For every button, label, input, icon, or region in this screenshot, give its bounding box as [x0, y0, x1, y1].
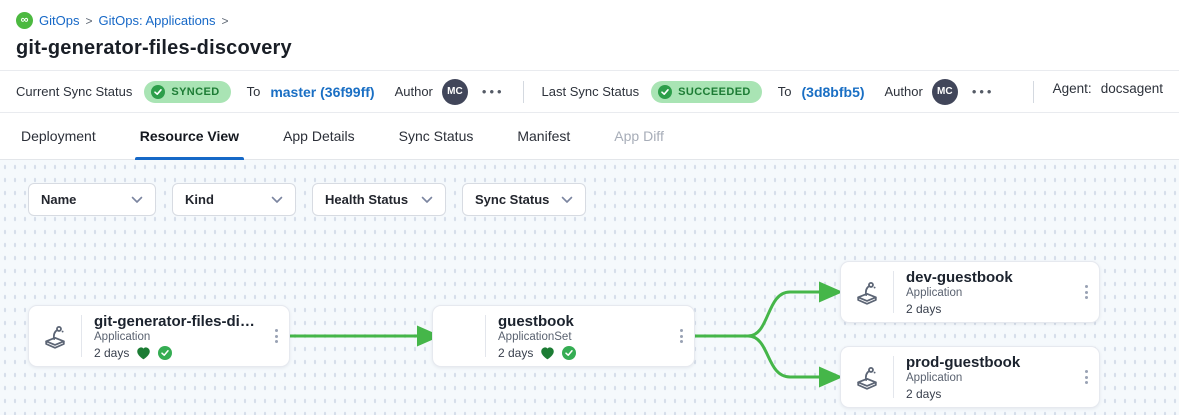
node-age: 2 days: [94, 346, 130, 360]
resource-graph-canvas: Name Kind Health Status Sync Status: [0, 160, 1179, 415]
check-circle-icon: [151, 84, 166, 99]
node-guestbook[interactable]: guestbook ApplicationSet 2 days: [432, 305, 695, 367]
breadcrumb-gitops[interactable]: GitOps: [39, 13, 80, 28]
filter-name-dropdown[interactable]: Name: [28, 183, 156, 216]
tab-app-diff: App Diff: [614, 128, 664, 144]
node-age: 2 days: [906, 302, 942, 316]
node-age: 2 days: [498, 346, 534, 360]
edge-appset-to-prod: [693, 334, 843, 388]
author-label: Author: [394, 84, 433, 99]
current-sync-status-label: Current Sync Status: [16, 84, 133, 99]
node-body: guestbook ApplicationSet 2 days: [486, 306, 668, 366]
filter-kind-dropdown[interactable]: Kind: [172, 183, 296, 216]
author-label: Author: [884, 84, 923, 99]
health-heart-icon: [541, 347, 555, 360]
breadcrumb: ∞ GitOps > GitOps: Applications >: [16, 12, 1163, 29]
to-label: To: [246, 84, 261, 99]
argo-application-icon: [857, 281, 877, 305]
agent-value: docsagent: [1100, 80, 1163, 96]
divider: [522, 80, 524, 103]
node-menu-icon[interactable]: [1073, 262, 1099, 322]
node-body: git-generator-files-disco... Application…: [82, 306, 263, 366]
page-title: git-generator-files-discovery: [16, 37, 292, 59]
edge-appset-to-dev: [693, 281, 843, 338]
node-title: prod-guestbook: [906, 354, 1021, 371]
chevron-down-icon: [131, 196, 143, 203]
node-git-generator-files-discovery[interactable]: git-generator-files-disco... Application…: [28, 305, 290, 367]
tab-manifest[interactable]: Manifest: [517, 128, 571, 144]
node-menu-icon[interactable]: [668, 306, 694, 366]
argo-application-icon: [857, 366, 877, 390]
filter-sync-status-dropdown[interactable]: Sync Status: [462, 183, 586, 216]
synced-badge-label: SYNCED: [171, 85, 220, 98]
page-header: ∞ GitOps > GitOps: Applications > git-ge…: [0, 0, 1179, 70]
node-kind: Application: [906, 287, 963, 299]
breadcrumb-applications[interactable]: GitOps: Applications: [98, 13, 216, 28]
to-label: To: [777, 84, 792, 99]
node-kind: ApplicationSet: [498, 331, 572, 343]
divider: [893, 271, 894, 313]
divider: [893, 356, 894, 398]
node-icon-col: [29, 306, 81, 366]
node-prod-guestbook[interactable]: prod-guestbook Application 2 days: [840, 346, 1100, 408]
node-icon-col: [841, 347, 893, 407]
chevron-down-icon: [271, 196, 283, 203]
filter-label: Kind: [185, 192, 214, 207]
tab-sync-status[interactable]: Sync Status: [398, 128, 474, 144]
node-body: prod-guestbook Application 2 days: [894, 347, 1073, 407]
argo-application-icon: [45, 325, 65, 349]
node-title: dev-guestbook: [906, 269, 1013, 286]
divider: [485, 315, 486, 357]
agent-group: Agent: docsagent: [1032, 80, 1163, 103]
tab-app-details[interactable]: App Details: [283, 128, 355, 144]
last-sync-status-label: Last Sync Status: [541, 84, 640, 99]
breadcrumb-separator: >: [221, 13, 229, 28]
author-avatar: MC: [931, 78, 958, 105]
current-revision-link[interactable]: master (36f99ff): [270, 83, 375, 100]
breadcrumb-separator: >: [85, 13, 93, 28]
filter-label: Health Status: [325, 192, 409, 207]
last-revision-link[interactable]: (3d8bfb5): [801, 83, 865, 100]
more-actions-icon[interactable]: •••: [481, 84, 505, 99]
chevron-down-icon: [421, 196, 433, 203]
node-age: 2 days: [906, 387, 942, 401]
node-kind: Application: [94, 331, 151, 343]
tab-deployment[interactable]: Deployment: [21, 128, 96, 144]
node-title: git-generator-files-disco...: [94, 313, 255, 330]
node-title: guestbook: [498, 313, 574, 330]
tab-resource-view[interactable]: Resource View: [134, 113, 245, 160]
tab-bar: Deployment Resource View App Details Syn…: [0, 113, 1179, 160]
node-body: dev-guestbook Application 2 days: [894, 262, 1073, 322]
agent-label: Agent:: [1052, 80, 1092, 96]
divider: [81, 315, 82, 357]
author-avatar: MC: [441, 78, 468, 105]
sync-check-icon: [562, 346, 577, 360]
check-circle-icon: [658, 84, 673, 99]
gitops-logo-icon: ∞: [16, 12, 33, 29]
filter-health-status-dropdown[interactable]: Health Status: [312, 183, 446, 216]
more-actions-icon[interactable]: •••: [971, 84, 995, 99]
node-icon-col: [841, 262, 893, 322]
succeeded-badge-label: SUCCEEDED: [678, 85, 751, 98]
filter-label: Sync Status: [475, 192, 550, 207]
synced-status-badge: SYNCED: [144, 80, 231, 103]
filter-bar: Name Kind Health Status Sync Status: [28, 183, 586, 216]
health-heart-icon: [137, 347, 151, 360]
chevron-down-icon: [561, 196, 573, 203]
node-icon-col: [433, 306, 485, 366]
node-menu-icon[interactable]: [263, 306, 289, 366]
divider: [1032, 80, 1034, 103]
node-kind: Application: [906, 372, 963, 384]
succeeded-status-badge: SUCCEEDED: [651, 80, 762, 103]
node-dev-guestbook[interactable]: dev-guestbook Application 2 days: [840, 261, 1100, 323]
filter-label: Name: [41, 192, 77, 207]
node-menu-icon[interactable]: [1073, 347, 1099, 407]
sync-check-icon: [158, 346, 173, 360]
status-bar: Current Sync Status SYNCED To master (36…: [0, 70, 1179, 113]
